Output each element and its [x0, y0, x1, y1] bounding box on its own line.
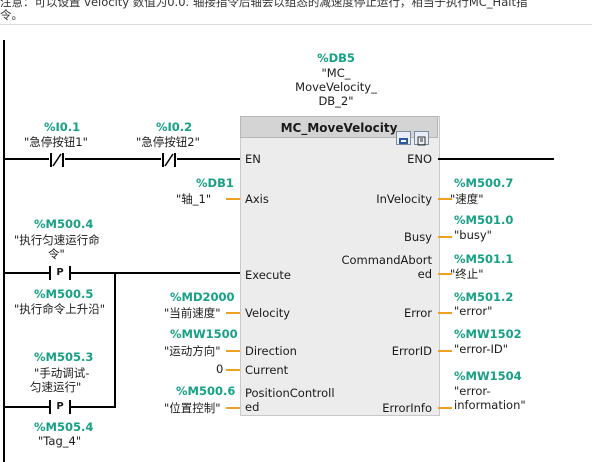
wire-en-3 [177, 158, 240, 160]
pin-en: EN [245, 152, 261, 166]
exec-cmd-symbol-2: 令" [48, 247, 65, 261]
pin-commandaborted: CommandAbort [341, 253, 432, 267]
busy-symbol: "busy" [454, 228, 492, 242]
busy-stub [438, 236, 452, 238]
instance-db-name: "MC_ [321, 66, 351, 80]
wire-exec-1 [5, 272, 49, 274]
pin-velocity: Velocity [245, 306, 291, 320]
error-stub [438, 312, 452, 314]
poscontrol-address: %M500.6 [176, 384, 236, 398]
wire-manual-2 [71, 406, 115, 408]
error-symbol: "error" [454, 304, 493, 318]
current-stub [226, 369, 240, 371]
invelocity-address: %M500.7 [454, 176, 514, 190]
direction-stub [226, 350, 240, 352]
poscontrol-stub [226, 407, 240, 409]
pin-poscontrol: PositionControll [245, 386, 335, 400]
block-info-icon[interactable] [396, 131, 411, 145]
function-block[interactable] [240, 116, 440, 416]
direction-address: %MW1500 [170, 327, 238, 341]
commandaborted-address: %M501.1 [454, 252, 514, 266]
note-divider [0, 24, 592, 25]
instance-db-name-3: DB_2" [318, 94, 354, 108]
top-note: 注意：可以设置 velocity 数值为0.0. 轴接指令后轴会以组态的减速度停… [0, 0, 592, 22]
tag4-symbol: "Tag_4" [38, 434, 82, 448]
velocity-stub [226, 312, 240, 314]
invelocity-symbol: "速度" [450, 192, 484, 206]
pin-error: Error [403, 306, 432, 320]
exec-cmd-address: %M500.4 [34, 217, 94, 231]
manual-p-contact[interactable]: P [49, 400, 71, 414]
wire-en-1 [5, 158, 49, 160]
velocity-address: %MD2000 [170, 290, 235, 304]
errorinfo-symbol-2: information" [454, 398, 526, 412]
block-config-icon[interactable] [414, 131, 429, 146]
manual-symbol-2: 匀速运行" [30, 380, 82, 394]
top-note-line1: 注意：可以设置 velocity 数值为0.0. 轴接指令后轴会以组态的减速度停… [0, 0, 528, 9]
estop2-address: %I0.2 [156, 120, 193, 134]
exec-cmd-symbol: "执行匀速运行命 [14, 233, 100, 247]
block-title: MC_MoveVelocity [240, 116, 438, 138]
pin-current: Current [245, 363, 289, 377]
wire-exec-2 [71, 272, 240, 274]
instance-db-name-2: MoveVelocity_ [295, 80, 377, 94]
error-address: %M501.2 [454, 290, 514, 304]
velocity-symbol: "当前速度" [164, 306, 221, 320]
wire-en-2 [65, 158, 161, 160]
pin-axis: Axis [245, 192, 269, 206]
wire-branch-vertical [114, 272, 116, 408]
errorid-stub [438, 350, 452, 352]
pin-eno: ENO [407, 152, 432, 166]
estop2-symbol: "急停按钮2" [136, 135, 200, 149]
manual-address: %M505.3 [34, 350, 94, 364]
instance-db-address: %DB5 [317, 51, 355, 65]
axis-address: %DB1 [196, 176, 234, 190]
manual-symbol: "手动调试- [34, 366, 90, 380]
top-note-line2: 令。 [0, 8, 23, 22]
errorinfo-address: %MW1504 [454, 369, 522, 383]
errorid-address: %MW1502 [454, 327, 522, 341]
estop1-address: %I0.1 [44, 120, 81, 134]
pin-direction: Direction [245, 344, 297, 358]
errorid-symbol: "error-ID" [454, 342, 509, 356]
busy-address: %M501.0 [454, 213, 514, 227]
axis-symbol: "轴_1" [176, 192, 212, 206]
current-value: 0 [216, 362, 224, 376]
estop2-nc-contact[interactable] [161, 152, 177, 167]
pin-errorinfo: ErrorInfo [382, 401, 432, 415]
pin-errorid: ErrorID [391, 344, 432, 358]
tag4-address: %M505.4 [34, 420, 94, 434]
invelocity-stub [438, 198, 452, 200]
exec-edge-p-contact[interactable]: P [49, 266, 71, 280]
pin-invelocity: InVelocity [376, 192, 432, 206]
pin-busy: Busy [404, 230, 432, 244]
pin-poscontrol-2: ed [245, 400, 260, 414]
poscontrol-symbol: "位置控制" [164, 401, 221, 415]
direction-symbol: "运动方向" [164, 344, 221, 358]
errorinfo-symbol: "error- [454, 384, 491, 398]
axis-stub [226, 198, 240, 200]
estop1-symbol: "急停按钮1" [24, 135, 88, 149]
exec-edge-address: %M500.5 [34, 287, 94, 301]
wire-manual-1 [5, 406, 49, 408]
pin-execute: Execute [245, 268, 291, 282]
exec-edge-symbol: "执行命令上升沿" [14, 302, 106, 316]
commandaborted-stub [438, 273, 452, 275]
wire-eno [438, 158, 554, 160]
errorinfo-stub [438, 407, 452, 409]
pin-commandaborted-2: ed [417, 267, 432, 281]
left-power-rail [3, 40, 5, 462]
estop1-nc-contact[interactable] [49, 152, 65, 167]
commandaborted-symbol: "终止" [450, 267, 484, 281]
